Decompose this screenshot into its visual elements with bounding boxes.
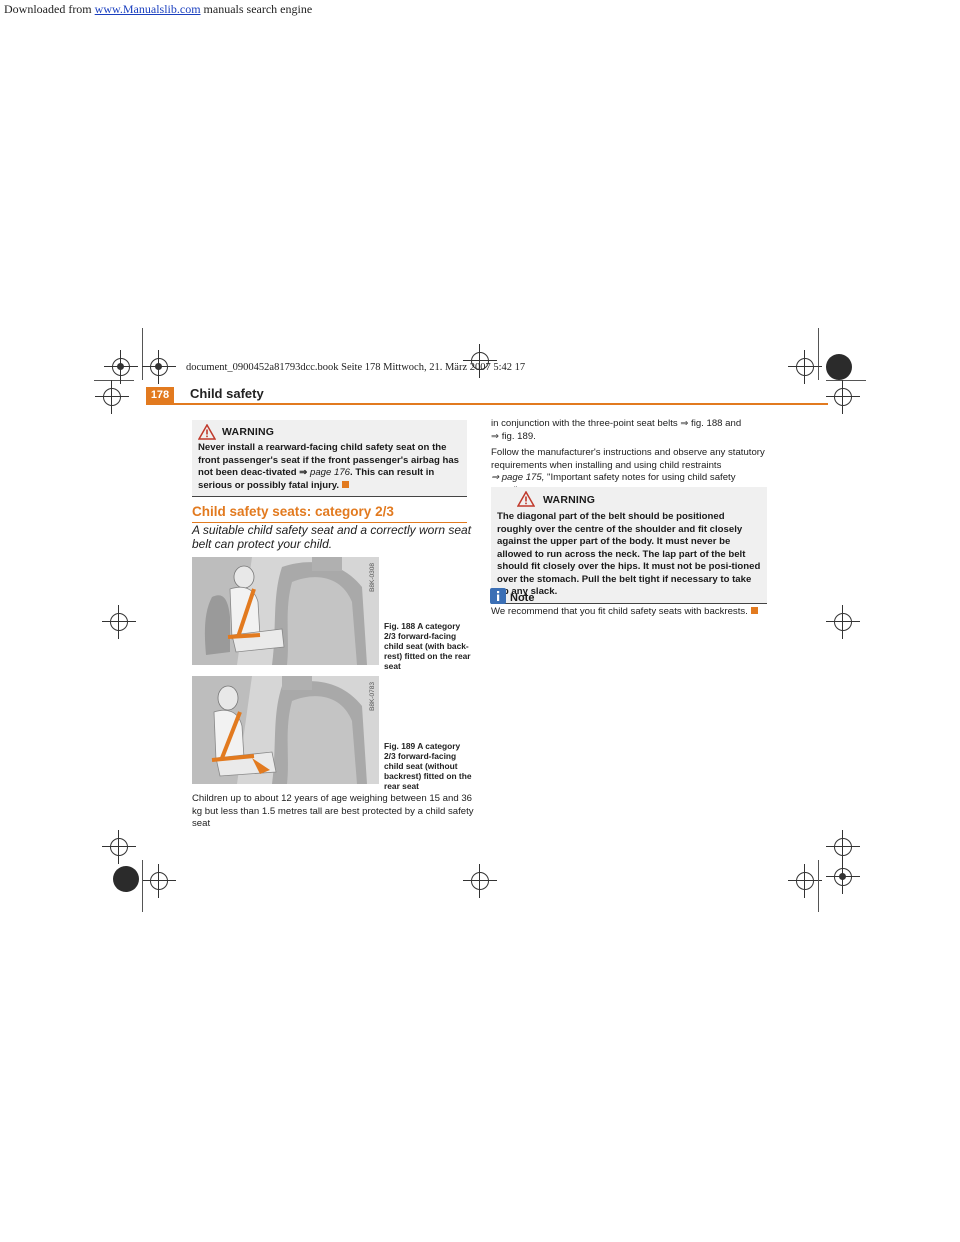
- section-title: Child safety seats: category 2/3: [192, 504, 467, 523]
- registration-mark-icon: [142, 864, 176, 898]
- warning-text-part: Never install a rearward-facing child sa…: [198, 442, 460, 478]
- registration-mark-icon: [788, 350, 822, 384]
- text-line: in conjunction with the three-point seat…: [491, 418, 742, 429]
- warning-box: WARNING Never install a rearward-facing …: [192, 420, 467, 497]
- note-body: We recommend that you fit child safety s…: [491, 606, 748, 617]
- color-dot-icon: [826, 354, 852, 380]
- body-paragraph: Children up to about 12 years of age wei…: [192, 793, 474, 829]
- crop-mark-line: [142, 328, 143, 380]
- text-line: Follow the manufacturer's instructions a…: [491, 447, 765, 471]
- figure-189-image: B8K-0783: [192, 676, 379, 784]
- registration-mark-icon: [142, 350, 176, 384]
- registration-mark-icon: [826, 605, 860, 639]
- manualslib-link[interactable]: www.Manualslib.com: [94, 2, 201, 16]
- note-label: Note: [510, 592, 535, 604]
- end-mark-icon: [750, 607, 758, 614]
- body-paragraph: in conjunction with the three-point seat…: [491, 418, 766, 443]
- download-suffix: manuals search engine: [203, 2, 313, 16]
- color-dot-icon: [113, 866, 139, 892]
- figure-code: B8K-0783: [369, 682, 376, 711]
- warning-text: The diagonal part of the belt should be …: [497, 511, 761, 597]
- warning-box: WARNING The diagonal part of the belt sh…: [491, 487, 767, 604]
- registration-mark-icon: [788, 864, 822, 898]
- registration-mark-icon: [463, 344, 497, 378]
- download-prefix: Downloaded from: [4, 2, 92, 16]
- registration-mark-icon: [102, 830, 136, 864]
- page-number: 178: [146, 387, 174, 403]
- crop-mark-line: [818, 860, 819, 912]
- page-reference: page 176: [310, 467, 351, 478]
- registration-mark-icon: [102, 605, 136, 639]
- warning-triangle-icon: [198, 424, 216, 440]
- crop-mark-line: [94, 380, 134, 381]
- figure-188-caption: Fig. 188 A category 2/3 forward-facing c…: [384, 621, 471, 671]
- crop-mark-line: [818, 328, 819, 380]
- warning-label: WARNING: [222, 426, 275, 438]
- crop-mark-line: [142, 860, 143, 912]
- download-watermark: Downloaded from www.Manualslib.com manua…: [4, 2, 312, 17]
- warning-text: Never install a rearward-facing child sa…: [192, 442, 467, 496]
- registration-mark-icon: [95, 380, 129, 414]
- header-rule: [146, 403, 828, 405]
- figure-189-caption: Fig. 189 A category 2/3 forward-facing c…: [384, 741, 472, 791]
- text-line: ⇒ fig. 189.: [491, 430, 536, 442]
- registration-mark-icon: [826, 860, 860, 894]
- file-info-line: document_0900452a81793dcc.book Seite 178…: [186, 362, 526, 373]
- warning-label: WARNING: [543, 494, 596, 506]
- registration-mark-icon: [826, 830, 860, 864]
- registration-mark-icon: [826, 380, 860, 414]
- page-reference: ⇒ page 175,: [491, 472, 545, 483]
- registration-mark-icon: [463, 864, 497, 898]
- note-text: We recommend that you fit child safety s…: [491, 606, 766, 619]
- page-title: Child safety: [190, 386, 264, 401]
- figure-code: B8K-0308: [369, 563, 376, 592]
- registration-mark-icon: [104, 350, 138, 384]
- right-column-text: in conjunction with the three-point seat…: [491, 418, 766, 497]
- warning-text-part: . This can result in serious or possibly…: [198, 467, 435, 491]
- info-icon: [490, 588, 506, 604]
- end-mark-icon: [342, 480, 350, 488]
- crop-mark-line: [826, 380, 866, 381]
- warning-triangle-icon: [517, 491, 535, 507]
- figure-188-image: B8K-0308: [192, 557, 379, 665]
- section-subtitle: A suitable child safety seat and a corre…: [192, 523, 472, 551]
